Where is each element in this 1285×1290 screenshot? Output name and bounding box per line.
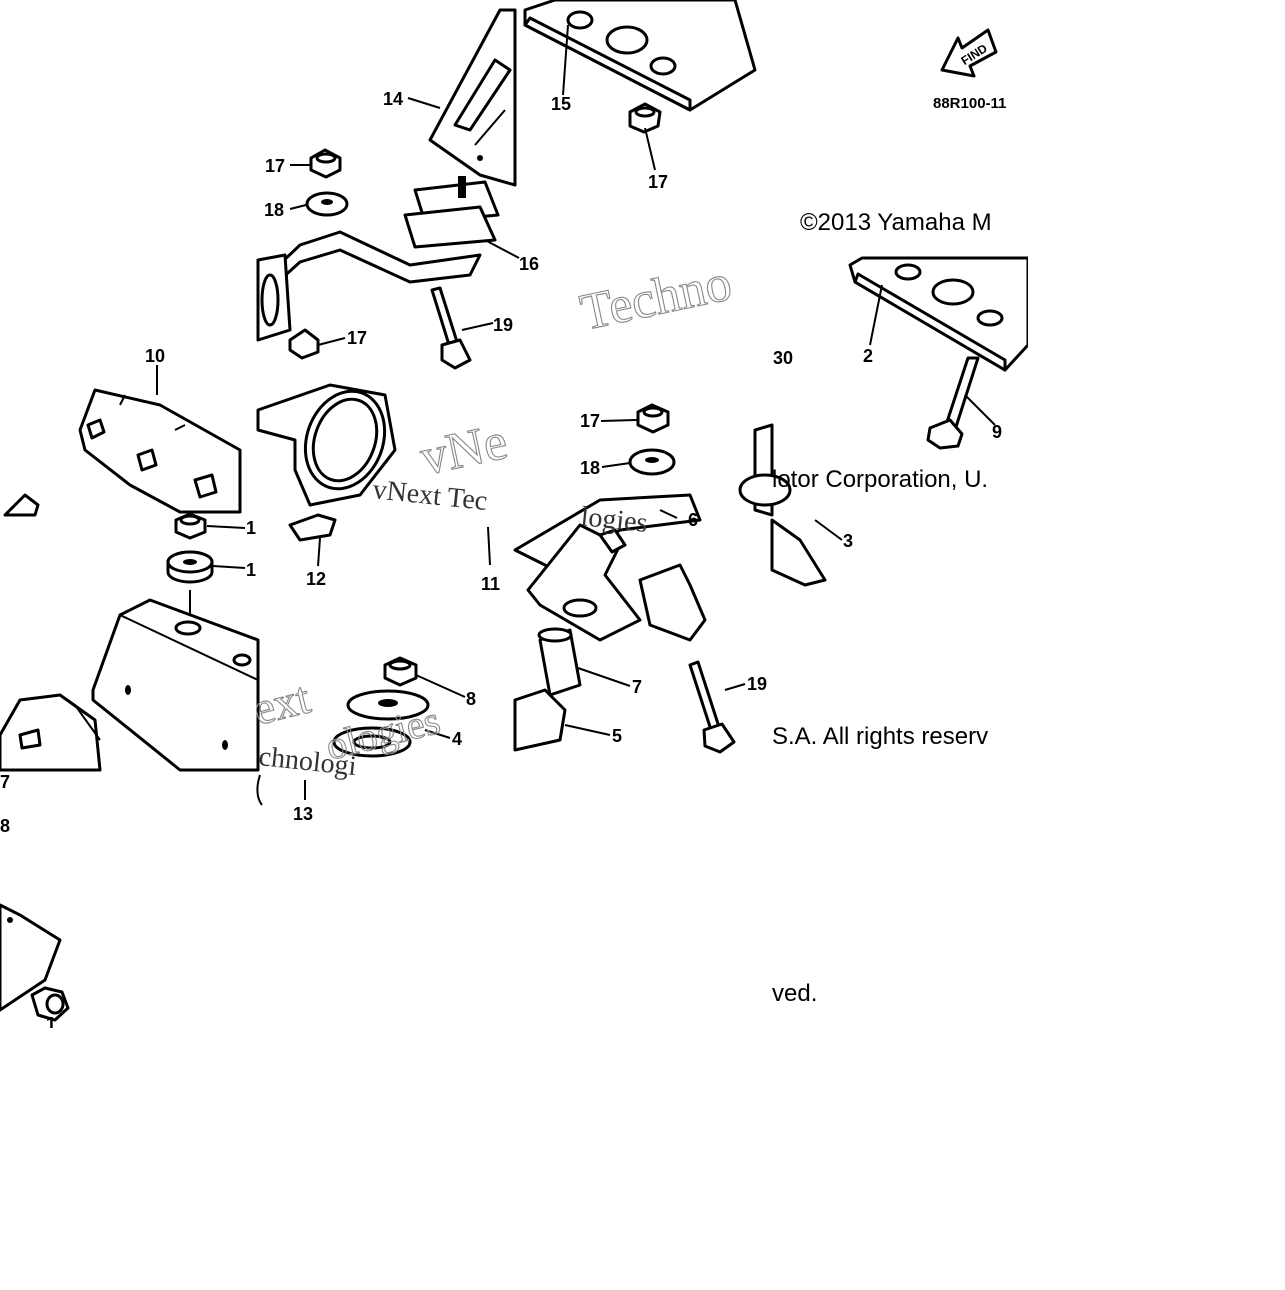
bracket-part-6 — [513, 493, 707, 642]
bolt-part-9 — [926, 356, 980, 450]
watermark-fragment: Techno — [576, 254, 737, 341]
watermark-fragment: vNe — [416, 413, 513, 487]
callout-5: 5 — [612, 726, 622, 746]
callout-8: 8 — [0, 816, 10, 836]
cover-part-10 — [3, 388, 242, 517]
callout-labels: 14 15 17 17 18 16 19 17 10 30 2 9 17 18 … — [0, 89, 1002, 1034]
copyright-text-4: ved. — [772, 980, 817, 1007]
callout-19: 19 — [493, 315, 513, 335]
copyright-text-1: ©2013 Yamaha M — [800, 209, 992, 236]
part-13-edge — [256, 774, 263, 806]
callout-3: 3 — [843, 531, 853, 551]
watermark-fragment: vNext Tec — [371, 474, 489, 517]
callout-11: 11 — [481, 574, 500, 594]
nut-part-17-middle — [636, 403, 670, 434]
rubber-part-5 — [513, 688, 567, 752]
callout-10: 10 — [145, 346, 165, 366]
pulley-assembly — [0, 693, 102, 772]
roller-part-12 — [288, 513, 337, 542]
frame-left — [256, 253, 320, 360]
bolt-part-19-upper — [430, 286, 472, 370]
washer-part-4 — [332, 689, 430, 758]
nut-part-17-upper — [309, 148, 342, 179]
callout-17: 17 — [648, 172, 668, 192]
washer-lower-left — [166, 550, 214, 584]
nut-part-1-lower — [174, 512, 207, 540]
copyright-text-3: S.A. All rights reserv — [772, 723, 988, 750]
callout-1: 1 — [246, 560, 256, 580]
bottom-left-bracket — [0, 903, 70, 1022]
drawing-code: 88R100-11 — [933, 95, 1006, 112]
find-arrow-icon: FIND — [940, 28, 998, 78]
callout-13: 13 — [293, 804, 313, 824]
copyright-text-2: lotor Corporation, U. — [772, 466, 988, 493]
callout-1: 1 — [46, 1014, 56, 1034]
callout-9: 9 — [992, 422, 1002, 442]
callout-4: 4 — [452, 729, 462, 749]
flange-ring — [256, 383, 397, 507]
callout-8: 8 — [466, 689, 476, 709]
bracket-part-14 — [428, 8, 517, 187]
callout-2: 2 — [863, 346, 873, 366]
callout-15: 15 — [551, 94, 571, 114]
gasket-part-3 — [738, 423, 827, 587]
callout-17: 17 — [347, 328, 367, 348]
callout-16: 16 — [519, 254, 539, 274]
copyright-notice: ©2013 Yamaha M lotor Corporation, U. S.A… — [772, 209, 992, 1007]
watermark-fragment: logies — [579, 501, 649, 539]
callout-30: 30 — [773, 348, 793, 368]
callout-18: 18 — [264, 200, 284, 220]
callout-1: 1 — [246, 518, 256, 538]
bolt-part-19-lower — [688, 660, 736, 754]
callout-17: 17 — [580, 411, 600, 431]
callout-7: 7 — [0, 772, 10, 792]
callout-18: 18 — [580, 458, 600, 478]
callout-17: 17 — [265, 156, 285, 176]
leader-lines — [156, 24, 996, 800]
callout-6: 6 — [688, 510, 698, 530]
callout-7: 7 — [632, 677, 642, 697]
callout-12: 12 — [306, 569, 326, 589]
nut-part-17-top — [628, 102, 662, 134]
washer-part-18-middle — [628, 448, 676, 476]
callout-19: 19 — [747, 674, 767, 694]
washer-part-18-upper — [305, 191, 349, 217]
callout-14: 14 — [383, 89, 403, 109]
housing-block — [91, 590, 260, 772]
rubber-mount-part-16 — [403, 176, 500, 249]
spacer-part-7 — [537, 627, 582, 697]
nut-part-8 — [383, 656, 418, 687]
